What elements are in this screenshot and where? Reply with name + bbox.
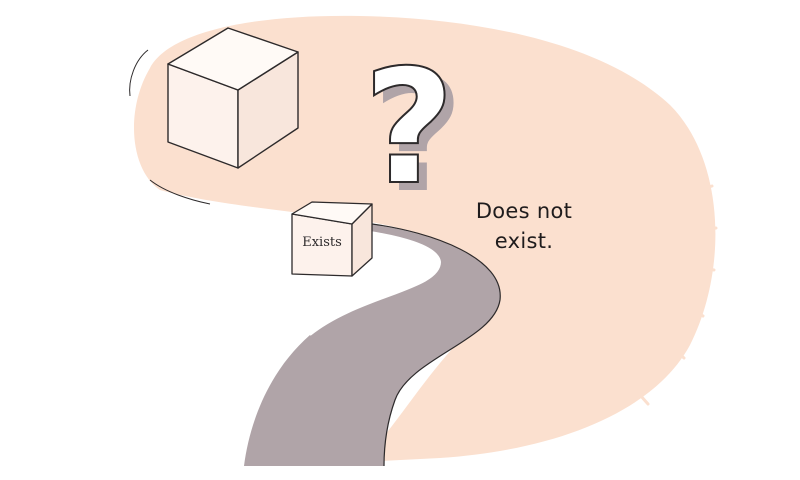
blob-edge-texture [638, 184, 718, 406]
question-mark-shadow: ? [372, 44, 464, 228]
blob-outline-bottom [149, 179, 211, 205]
large-cube-icon [167, 27, 299, 169]
path-edge-left [309, 231, 442, 336]
winding-path [244, 224, 501, 466]
not-exist-line2: exist. [495, 229, 553, 253]
question-mark-icon: ? ? [362, 35, 464, 228]
not-exist-line1: Does not [476, 199, 572, 223]
small-cube-icon: Exists [291, 201, 373, 277]
blob-outline-top [129, 49, 149, 97]
path-edge-right [371, 223, 501, 467]
question-mark-glyph: ? [363, 36, 455, 220]
exists-label: Exists [302, 235, 342, 250]
